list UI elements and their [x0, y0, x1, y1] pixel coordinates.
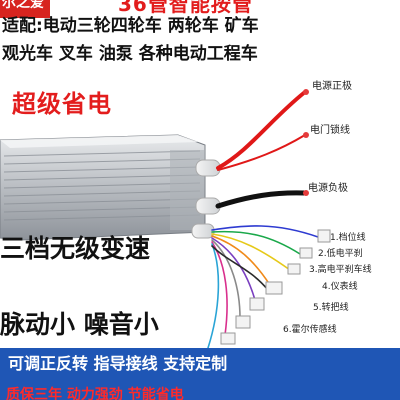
label-power-negative: 电源负极 — [308, 183, 348, 194]
label-gear-wire: 1.档位线 — [330, 233, 366, 243]
signal-wires — [207, 225, 319, 349]
brand-badge: 尔之爱 — [0, 0, 50, 18]
connectors — [220, 229, 331, 345]
applicable-line-1: 适配:电动三轮四轮车 两轮车 矿车 — [2, 16, 259, 36]
label-power-positive: 电源正极 — [312, 81, 352, 92]
headline-power-saving: 超级省电 — [12, 90, 112, 118]
label-hall-sensor: 6.霍尔传感线 — [283, 325, 337, 335]
power-wires — [215, 90, 308, 209]
label-throttle-wire: 5.转把线 — [313, 303, 349, 313]
top-title: 36管智能按管 — [118, 0, 253, 16]
bottom-features: 可调正反转 指导接线 支持定制 — [8, 354, 228, 373]
label-high-brake: 3.高电平刹车线 — [309, 265, 372, 275]
applicable-line-2: 观光车 叉车 油泵 各种电动工程车 — [2, 44, 258, 64]
label-meter-wire: 4.仪表线 — [322, 282, 358, 292]
label-low-brake: 2.低电平刹 — [318, 249, 363, 259]
controller-casing — [0, 134, 206, 241]
bottom-banner — [0, 348, 400, 400]
label-door-lock: 电门锁线 — [310, 125, 350, 136]
label-dots — [303, 89, 309, 196]
feature-low-noise: 脉动小 噪音小 — [0, 310, 159, 339]
feature-three-speed: 三档无级变速 — [0, 234, 151, 263]
bottom-features-cut: 质保三年 动力强劲 节能省电 — [6, 387, 184, 400]
brand-badge-text: 尔之爱 — [2, 0, 44, 11]
